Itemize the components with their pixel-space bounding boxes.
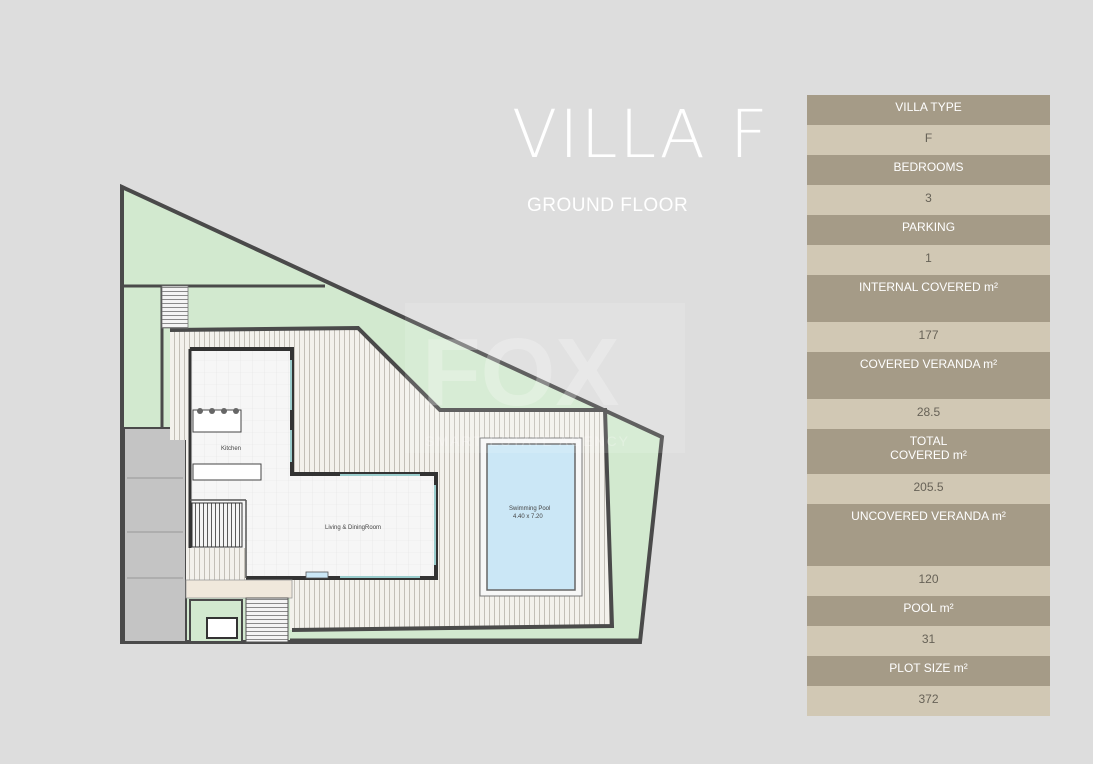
spec-label-internal-covered: INTERNAL COVERED m² bbox=[807, 275, 1050, 322]
specs-table: VILLA TYPE F BEDROOMS 3 PARKING 1 INTERN… bbox=[807, 95, 1050, 716]
spec-value-bedrooms: 3 bbox=[807, 185, 1050, 215]
villa-title: VILLA F bbox=[512, 96, 770, 173]
interior-floor bbox=[190, 349, 436, 578]
kitchen-label: Kitchen bbox=[221, 446, 241, 452]
kitchen-island bbox=[192, 409, 242, 433]
fox-watermark: FOX SMART ESTATE AGENCY bbox=[405, 303, 685, 453]
watermark-logo: FOX bbox=[422, 319, 619, 426]
pool-label: Swimming Pool bbox=[509, 506, 550, 512]
stool bbox=[221, 408, 227, 414]
spec-value-parking: 1 bbox=[807, 245, 1050, 275]
spec-value-plot-size: 372 bbox=[807, 686, 1050, 716]
spec-value-pool: 31 bbox=[807, 626, 1050, 656]
spec-label-villa-type: VILLA TYPE bbox=[807, 95, 1050, 125]
utility-box bbox=[206, 617, 238, 639]
spec-value-uncovered-veranda: 120 bbox=[807, 566, 1050, 596]
pool-size-label: 4.40 x 7.20 bbox=[513, 514, 543, 520]
spec-value-total-covered: 205.5 bbox=[807, 474, 1050, 504]
parking-markings bbox=[127, 477, 183, 579]
stool bbox=[197, 408, 203, 414]
floor-subtitle: GROUND FLOOR bbox=[527, 195, 689, 216]
stool bbox=[209, 408, 215, 414]
spec-label-plot-size: PLOT SIZE m² bbox=[807, 656, 1050, 686]
spec-value-villa-type: F bbox=[807, 125, 1050, 155]
swimming-pool bbox=[486, 443, 576, 591]
outdoor-stairs-top bbox=[161, 285, 189, 329]
veranda-outer-wall bbox=[169, 325, 615, 632]
spec-label-pool: POOL m² bbox=[807, 596, 1050, 626]
spec-label-total-covered: TOTAL COVERED m² bbox=[807, 429, 1050, 474]
interior-stairs bbox=[191, 502, 243, 548]
entry-stairs bbox=[245, 597, 289, 643]
kitchen-counter bbox=[192, 463, 262, 481]
door bbox=[305, 571, 329, 579]
watermark-tagline: SMART ESTATE AGENCY bbox=[425, 433, 630, 449]
stool bbox=[233, 408, 239, 414]
spec-label-covered-veranda: COVERED VERANDA m² bbox=[807, 352, 1050, 399]
spec-value-covered-veranda: 28.5 bbox=[807, 399, 1050, 429]
spec-value-internal-covered: 177 bbox=[807, 322, 1050, 352]
spec-label-bedrooms: BEDROOMS bbox=[807, 155, 1050, 185]
living-label: Living & DiningRoom bbox=[325, 525, 381, 531]
parking-area bbox=[123, 427, 187, 643]
entry-path bbox=[185, 579, 293, 599]
spec-label-parking: PARKING bbox=[807, 215, 1050, 245]
spec-label-uncovered-veranda: UNCOVERED VERANDA m² bbox=[807, 504, 1050, 566]
